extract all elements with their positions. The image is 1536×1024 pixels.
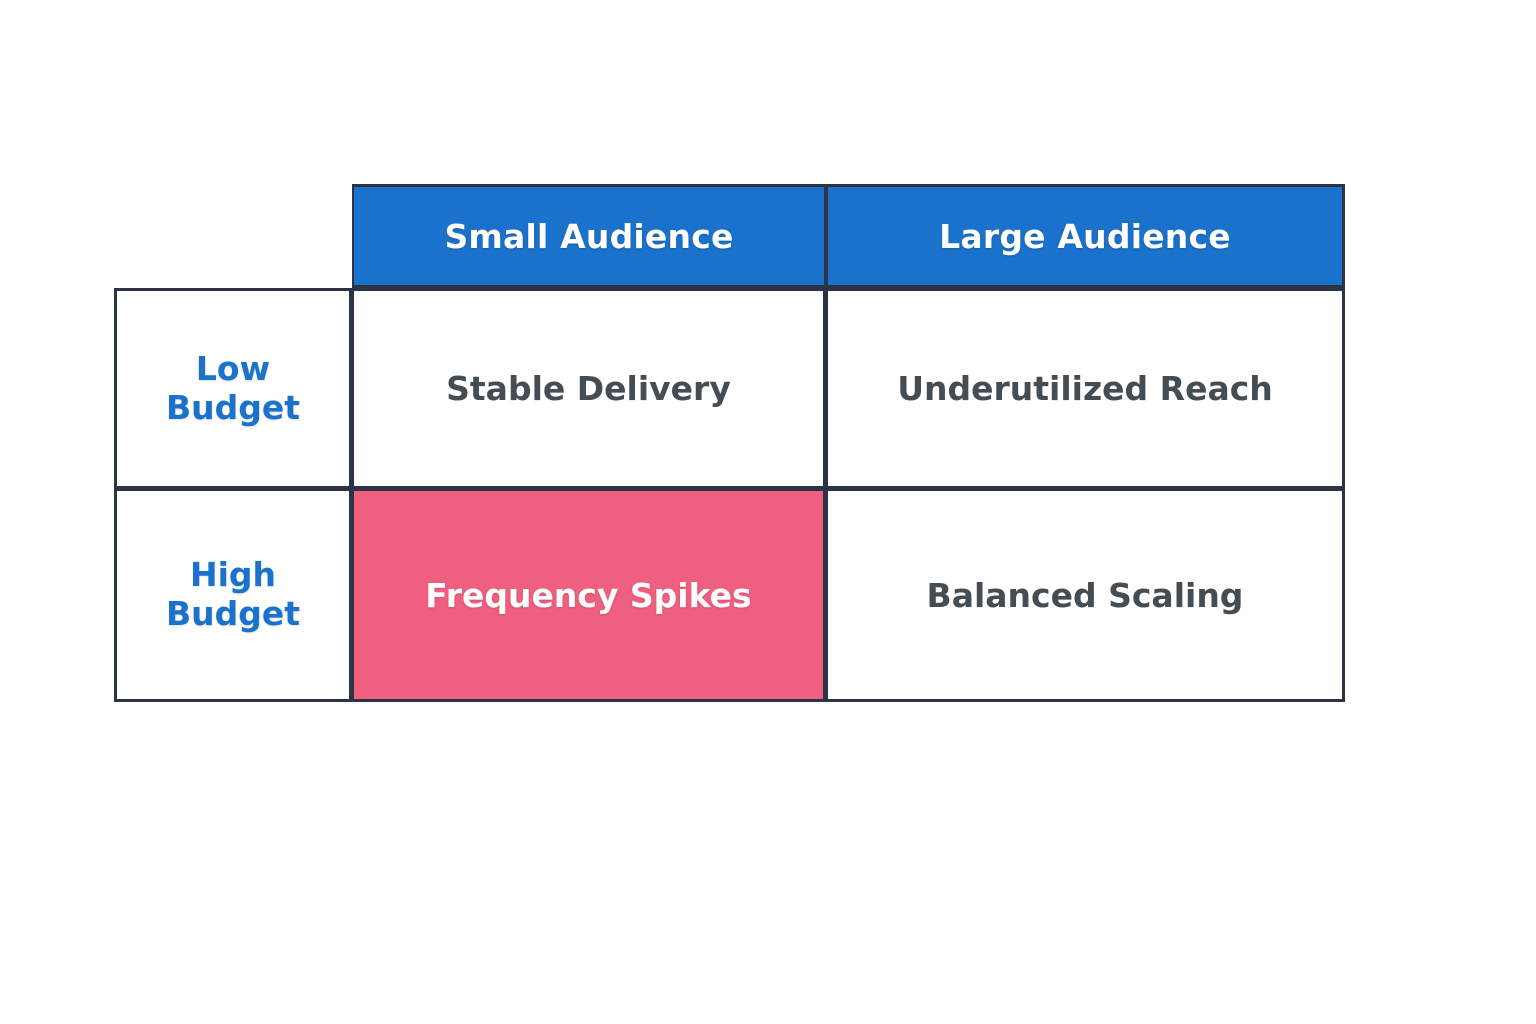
column-header-large-audience-label: Large Audience [939, 216, 1231, 256]
row-header-low-budget-line1: Low [195, 348, 271, 388]
row-header-high-budget: High Budget [114, 489, 352, 702]
budget-audience-matrix: Small Audience Large Audience Low Budget… [114, 184, 1345, 702]
row-header-low-budget: Low Budget [114, 288, 352, 489]
column-header-small-audience: Small Audience [352, 184, 826, 288]
cell-high-budget-small-audience: Frequency Spikes [352, 489, 826, 702]
cell-low-budget-large-audience: Underutilized Reach [826, 288, 1345, 489]
cell-low-budget-small-audience-label: Stable Delivery [446, 369, 731, 408]
row-header-low-budget-text: Low Budget [165, 348, 301, 428]
cell-high-budget-small-audience-label: Frequency Spikes [425, 575, 752, 615]
cell-low-budget-small-audience: Stable Delivery [352, 288, 826, 489]
matrix-corner-spacer [114, 184, 352, 288]
row-header-high-budget-text: High Budget [165, 555, 301, 634]
row-header-high-budget-line1: High [189, 555, 277, 595]
column-header-large-audience: Large Audience [826, 184, 1345, 288]
column-header-small-audience-label: Small Audience [444, 216, 734, 256]
row-header-low-budget-line2: Budget [165, 387, 301, 427]
cell-high-budget-large-audience: Balanced Scaling [826, 489, 1345, 702]
cell-high-budget-large-audience-label: Balanced Scaling [926, 575, 1244, 615]
cell-low-budget-large-audience-label: Underutilized Reach [897, 369, 1273, 408]
row-header-high-budget-line2: Budget [165, 594, 301, 633]
matrix-grid: Small Audience Large Audience Low Budget… [114, 184, 1345, 702]
